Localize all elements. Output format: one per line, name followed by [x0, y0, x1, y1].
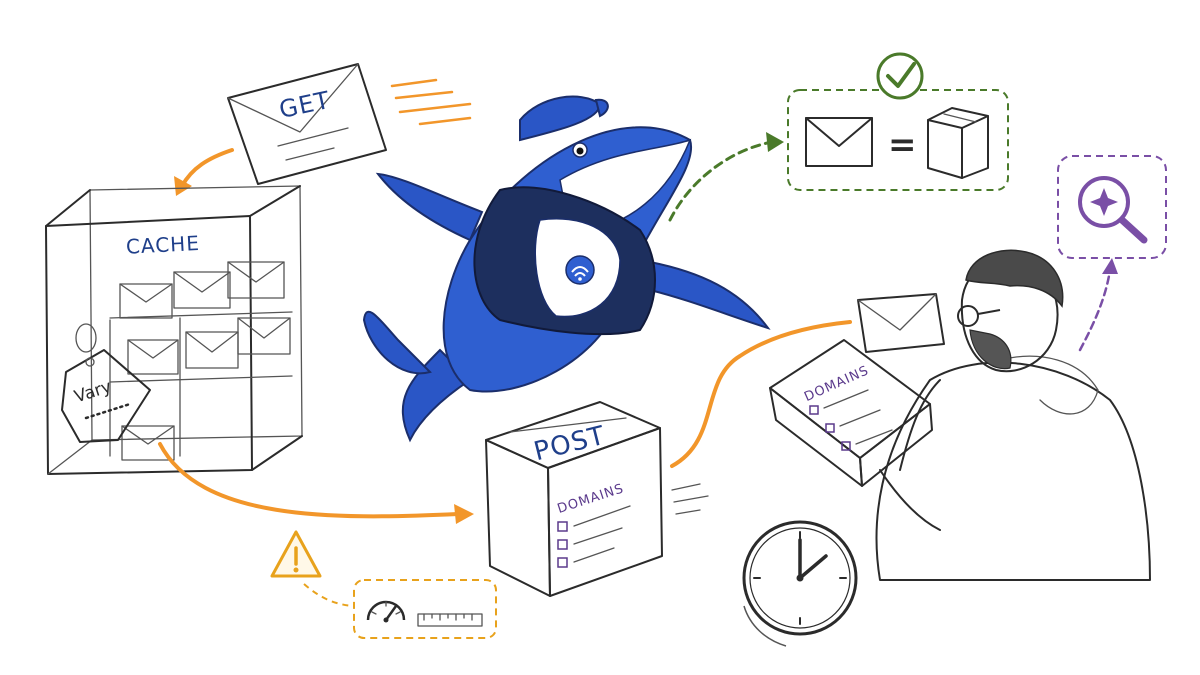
vary-label: Vary: [72, 377, 114, 408]
equality-panel: =: [787, 52, 1009, 191]
gauge-icon: [366, 600, 406, 623]
held-box: DOMAINS: [769, 339, 933, 487]
whale-to-equality-arrow: [668, 132, 784, 222]
warning-to-gauge-connector: [303, 583, 353, 607]
held-checklist: [809, 389, 893, 451]
envelope-icon: [805, 117, 873, 167]
cached-envelope: [185, 331, 239, 369]
wifi-logo: [565, 255, 595, 285]
sparkle-search-panel: [1057, 155, 1167, 259]
post-checklist: [557, 505, 631, 568]
performance-panel: [353, 579, 497, 639]
cached-envelopes: [119, 261, 291, 461]
cached-envelope: [173, 271, 231, 309]
warning-icon: [270, 530, 322, 578]
cache-to-post-arrow: [158, 442, 474, 524]
cached-envelope: [119, 283, 173, 319]
get-label: GET: [277, 86, 333, 124]
clock-icon: [742, 520, 858, 647]
held-envelope: [857, 293, 945, 353]
post-speed-lines: [671, 483, 709, 515]
ruler-icon: [417, 613, 483, 627]
cached-envelope: [237, 317, 291, 355]
get-to-cache-arrow: [174, 148, 234, 196]
post-box: POST DOMAINS: [485, 401, 709, 597]
check-icon: [876, 52, 924, 100]
cached-envelope: [121, 425, 175, 461]
developer-person: [875, 249, 1151, 581]
held-list-title: DOMAINS: [802, 363, 871, 405]
cached-envelope: [127, 339, 179, 375]
sparkle-search-icon: [1078, 176, 1148, 244]
get-speed-lines: [390, 78, 472, 126]
vary-tag: Vary: [61, 323, 151, 443]
equals-sign: =: [888, 125, 917, 165]
person-to-search-arrow: [1078, 258, 1118, 352]
package-icon: [927, 107, 989, 179]
cache-cabinet: CACHE: [45, 185, 303, 475]
post-to-person-arrow: [670, 320, 852, 468]
get-envelope: GET: [227, 63, 472, 185]
whale-mascot: [362, 95, 771, 443]
cached-envelope: [227, 261, 285, 299]
cache-label: CACHE: [125, 231, 200, 259]
